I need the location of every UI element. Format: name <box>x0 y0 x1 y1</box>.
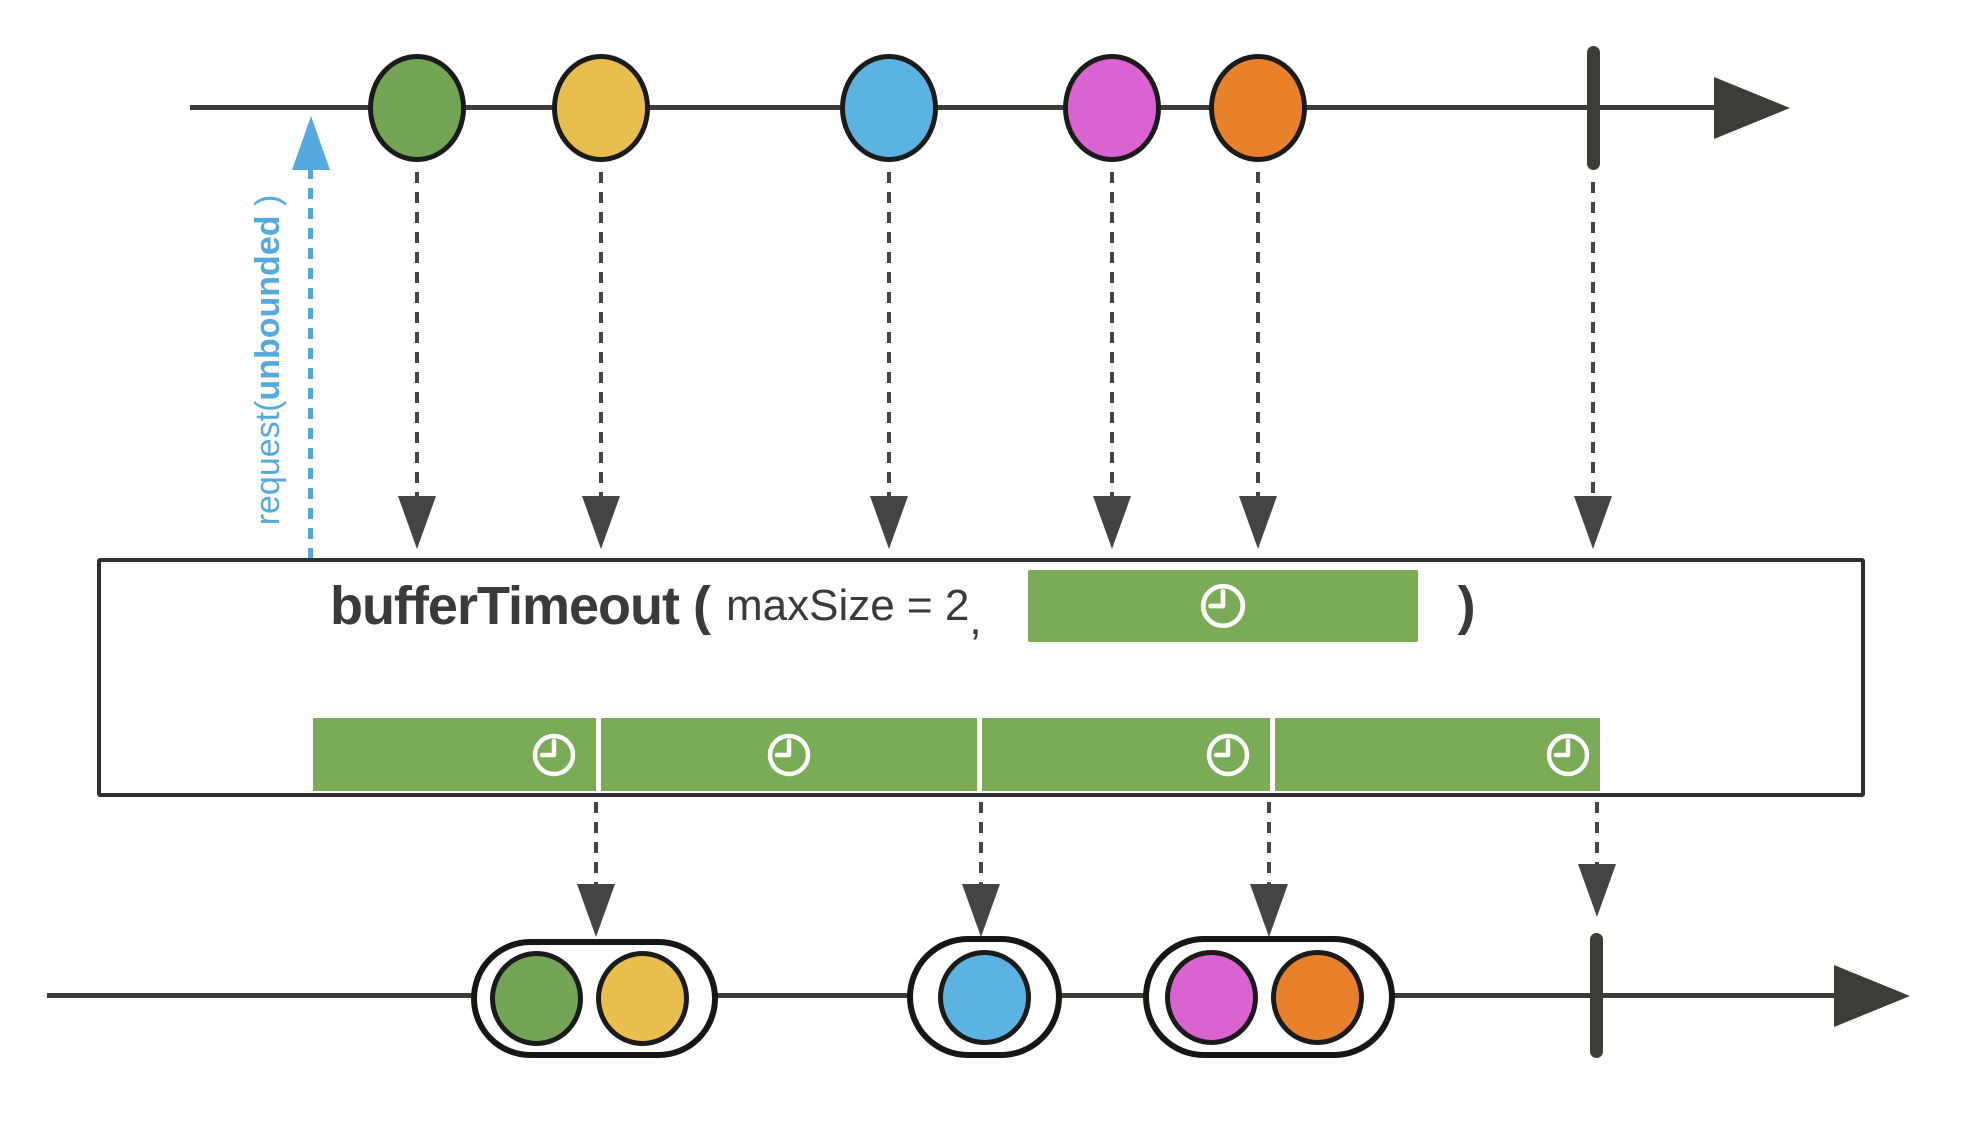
input-drop-arrowhead-icon <box>398 496 436 549</box>
operator-name: bufferTimeout ( <box>330 576 711 636</box>
clock-icon <box>1200 583 1245 629</box>
output-drop-line <box>979 802 983 886</box>
operator-comma: , <box>969 595 982 644</box>
marble-blue <box>938 950 1031 1045</box>
request-label-prefix: request( <box>249 400 287 526</box>
input-drop-arrowhead-icon <box>1093 496 1131 549</box>
operator-label: bufferTimeout ( maxSize = 2 , ) <box>330 560 1476 652</box>
buffer-window-3 <box>982 718 1270 791</box>
input-drop-line <box>415 172 419 498</box>
input-drop-line <box>1256 172 1260 498</box>
complete-drop-line <box>1591 182 1595 498</box>
input-timeline-arrowhead-icon <box>1714 77 1790 139</box>
timespan-param-chip <box>1027 570 1418 642</box>
clock-icon <box>532 733 576 776</box>
output-timeline-arrowhead-icon <box>1834 965 1910 1027</box>
output-complete-arrowhead-icon <box>1578 864 1616 917</box>
output-drop-arrowhead-icon <box>962 884 1000 937</box>
output-drop-arrowhead-icon <box>1250 884 1288 937</box>
marble-yellow <box>596 951 689 1046</box>
marble-magenta <box>1165 950 1258 1045</box>
input-drop-line <box>599 172 603 498</box>
buffer-group-3 <box>1143 936 1395 1058</box>
input-drop-arrowhead-icon <box>582 496 620 549</box>
input-drop-arrowhead-icon <box>1239 496 1277 549</box>
marble-orange <box>1209 54 1307 162</box>
buffer-group-1 <box>471 939 718 1058</box>
clock-icon <box>1546 733 1590 776</box>
marble-magenta <box>1063 54 1161 162</box>
output-drop-line <box>594 802 598 886</box>
complete-drop-arrowhead-icon <box>1574 496 1612 549</box>
buffer-group-2 <box>907 936 1062 1058</box>
marble-yellow <box>552 54 650 162</box>
marble-orange <box>1271 950 1364 1045</box>
clock-icon <box>767 733 811 776</box>
output-complete-drop-line <box>1595 802 1599 868</box>
operator-param-maxsize: maxSize = 2 <box>725 581 970 630</box>
request-label: request(unbounded ) <box>246 160 290 560</box>
marble-green <box>490 951 583 1046</box>
request-label-suffix: ) <box>249 194 287 216</box>
marble-blue <box>840 54 938 162</box>
request-label-bold: unbounded <box>249 215 287 401</box>
buffer-window-2 <box>601 718 977 791</box>
operator-close-paren: ) <box>1457 576 1476 636</box>
input-drop-line <box>887 172 891 498</box>
output-drop-line <box>1267 802 1271 886</box>
input-complete-bar <box>1587 46 1600 170</box>
buffer-window-4 <box>1275 718 1600 791</box>
input-drop-line <box>1110 172 1114 498</box>
input-timeline <box>190 105 1718 110</box>
clock-icon <box>1206 733 1250 776</box>
output-drop-arrowhead-icon <box>577 884 615 937</box>
input-drop-arrowhead-icon <box>870 496 908 549</box>
output-complete-bar <box>1590 933 1603 1058</box>
request-arrow-head-icon <box>292 116 330 170</box>
marble-green <box>368 54 466 162</box>
request-arrow-line <box>308 168 313 558</box>
buffer-window-1 <box>313 718 596 791</box>
